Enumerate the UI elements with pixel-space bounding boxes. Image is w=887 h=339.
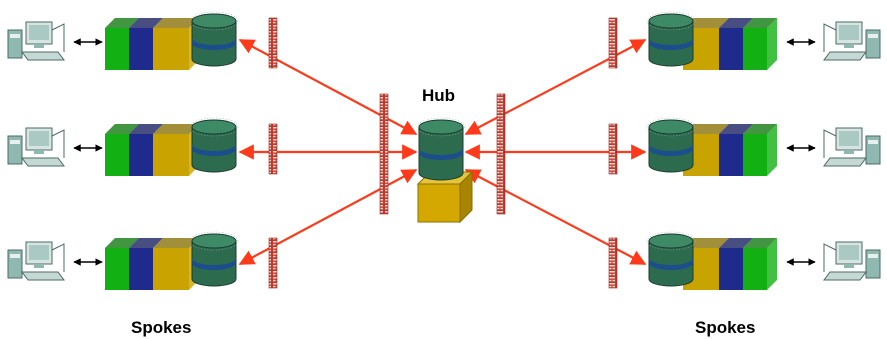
firewall-icon [608,237,618,289]
hub-node [416,117,474,224]
database-icon [646,11,696,67]
hub-label: Hub [422,86,455,105]
firewall-icon [608,123,618,175]
firewall-icon [608,17,618,69]
computer-icon [7,127,65,167]
queue-blocks-icon [105,238,199,290]
spokes-right-label: Spokes [695,318,755,337]
computer-icon [823,127,881,167]
database-icon [189,117,239,173]
connection-arrow [464,39,647,135]
database-icon [646,117,696,173]
computer-icon [823,241,881,281]
queue-blocks-icon [105,18,199,70]
computer-icon [7,241,65,281]
computer-icon [823,21,881,61]
firewall-icon [268,123,278,175]
spokes-left-label: Spokes [131,318,191,337]
database-icon [189,231,239,287]
firewalls-layer [268,17,618,289]
firewall-icon [268,237,278,289]
firewall-icon [268,17,278,69]
database-icon [416,117,466,181]
queues-layer [105,11,777,290]
computers-layer [7,21,881,281]
firewall-icon [496,93,506,215]
database-icon [646,231,696,287]
connection-arrow [238,169,418,265]
firewall-icon [379,93,389,215]
connection-arrow [238,39,418,135]
queue-blocks-icon [683,124,777,176]
connection-arrow [464,169,647,265]
queue-blocks-icon [683,18,777,70]
queue-blocks-icon [683,238,777,290]
computer-icon [7,21,65,61]
queue-blocks-icon [105,124,199,176]
database-icon [189,11,239,67]
